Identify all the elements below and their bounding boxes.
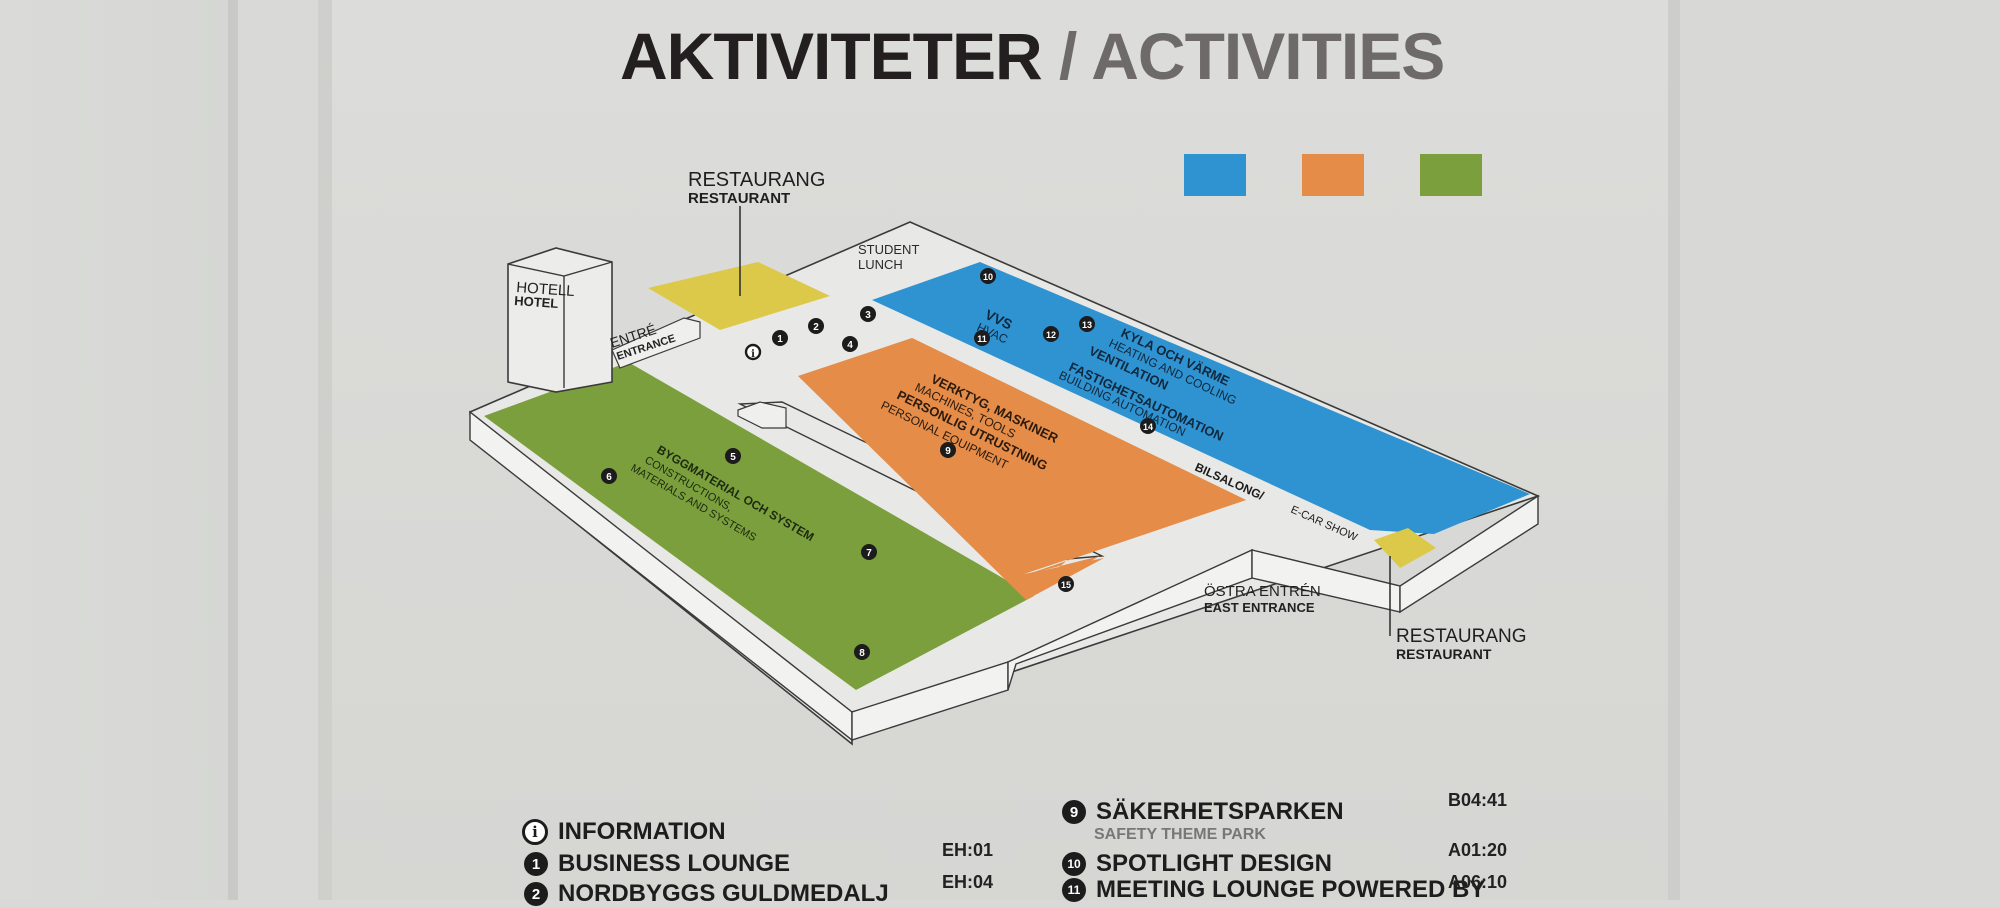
marker-13: 13 (1079, 316, 1095, 332)
hall-wall-east (1007, 548, 1253, 691)
wall-left (0, 0, 232, 900)
info-icon: i (522, 819, 548, 845)
svg-text:2: 2 (813, 322, 819, 333)
marker-15: 15 (1058, 576, 1074, 592)
zone-orange-fill (800, 338, 1246, 598)
legend-number: 2 (524, 882, 548, 906)
svg-text:12: 12 (1046, 330, 1056, 340)
wall-right (1680, 0, 2000, 900)
legend-item-guldmedalj: 2 NORDBYGGS GULDMEDALJ (524, 880, 889, 908)
marker-info: i (744, 343, 762, 361)
svg-text:10: 10 (983, 272, 993, 282)
label-restaurant-top-sv: RESTAURANG (688, 169, 825, 191)
title-english: ACTIVITIES (1091, 19, 1445, 93)
title-slash: / (1059, 19, 1077, 93)
svg-text:14: 14 (1143, 422, 1153, 432)
legend-item-meeting-lounge: 11 MEETING LOUNGE POWERED BY (1062, 876, 1485, 904)
marker-4: 4 (842, 336, 858, 352)
zone-blue (872, 262, 1530, 534)
title-swedish: AKTIVITETER (620, 19, 1043, 93)
svg-text:4: 4 (847, 340, 853, 351)
svg-text:11: 11 (977, 334, 987, 344)
legend-code: B04:41 (1448, 790, 1508, 810)
legend-code: A01:20 (1448, 840, 1508, 860)
zone-green (484, 362, 1034, 690)
marker-1: 1 (772, 330, 788, 346)
svg-text:7: 7 (866, 548, 872, 559)
legend-label: BUSINESS LOUNGE (558, 850, 791, 877)
legend-label: SPOTLIGHT DESIGN (1096, 850, 1333, 877)
svg-text:9: 9 (945, 446, 951, 457)
legend-code: A06:10 (1448, 872, 1508, 892)
label-hotel-sv: HOTELL (516, 279, 575, 300)
svg-text:15: 15 (1061, 580, 1071, 590)
marker-5: 5 (725, 448, 741, 464)
label-east-entrance-en: EAST ENTRANCE (1204, 600, 1315, 615)
legend-number: 9 (1062, 800, 1086, 824)
label-student-lunch-2: LUNCH (858, 257, 903, 272)
swatch-blue (1184, 154, 1246, 196)
page-title: AKTIVITETER / ACTIVITIES (620, 18, 1445, 94)
svg-text:6: 6 (606, 472, 612, 483)
marker-8: 8 (854, 644, 870, 660)
svg-text:8: 8 (859, 648, 865, 659)
svg-text:1: 1 (777, 334, 783, 345)
legend-item-spotlight-design: 10 SPOTLIGHT DESIGN (1062, 850, 1332, 878)
legend-subtitle: SAFETY THEME PARK (1094, 826, 1266, 843)
label-restaurant-top-en: RESTAURANT (688, 190, 790, 207)
marker-14: 14 (1140, 418, 1156, 434)
legend-number: 11 (1062, 878, 1086, 902)
svg-text:i: i (751, 349, 755, 360)
svg-text:3: 3 (865, 310, 871, 321)
swatch-orange (1302, 154, 1364, 196)
legend-item-business-lounge: 1 BUSINESS LOUNGE (524, 850, 790, 878)
label-hotel-en: HOTEL (514, 293, 559, 311)
svg-text:13: 13 (1082, 320, 1092, 330)
marker-2: 2 (808, 318, 824, 334)
label-student-lunch-1: STUDENT (858, 242, 919, 257)
marker-10: 10 (980, 268, 996, 284)
swatch-green (1420, 154, 1482, 196)
label-east-entrance-sv: ÖSTRA ENTRÉN (1204, 582, 1321, 600)
panel-seam (1668, 0, 1682, 900)
legend-item-information: i INFORMATION (522, 818, 726, 846)
legend-code: EH:01 (942, 840, 994, 860)
marker-3: 3 (860, 306, 876, 322)
legend-label: NORDBYGGS GULDMEDALJ (558, 880, 889, 907)
legend-label: MEETING LOUNGE POWERED BY (1096, 876, 1486, 903)
marker-7: 7 (861, 544, 877, 560)
legend-item-sakerhetsparken: 9 SÄKERHETSPARKEN (1062, 798, 1344, 826)
marker-11: 11 (974, 330, 990, 346)
panel-seam (228, 0, 238, 900)
marker-6: 6 (601, 468, 617, 484)
restaurant-top-area (648, 262, 830, 330)
label-restaurant-bottom-sv: RESTAURANG (1396, 626, 1527, 647)
restaurant-bottom-area (1374, 528, 1436, 568)
legend-number: 10 (1062, 852, 1086, 876)
label-restaurant-bottom-en: RESTAURANT (1396, 646, 1492, 662)
marker-12: 12 (1043, 326, 1059, 342)
svg-text:5: 5 (730, 452, 736, 463)
marker-9: 9 (940, 442, 956, 458)
legend-number: 1 (524, 852, 548, 876)
legend-code: EH:04 (942, 872, 994, 892)
entrance-bridge (611, 317, 701, 369)
legend-label: INFORMATION (558, 818, 726, 845)
hotel-building (507, 247, 613, 393)
corridor-block (737, 401, 787, 429)
hall-wall-segment (1399, 494, 1539, 614)
panel-seam (318, 0, 332, 900)
legend-label: SÄKERHETSPARKEN (1096, 798, 1344, 825)
